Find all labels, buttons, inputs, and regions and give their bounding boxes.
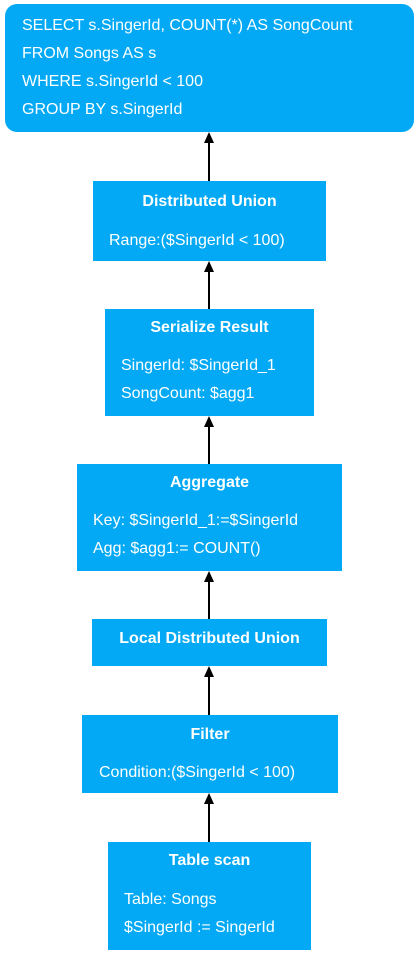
node-serialize-result-title: Serialize Result [150,319,269,336]
node-serialize-result-singerid: SingerId: $SingerId_1 [121,357,276,374]
arrow-line-local-union-to-aggregate [208,582,210,619]
arrow-head-aggregate-to-serialize [204,416,214,427]
node-table-scan: Table scan Table: Songs $SingerId := Sin… [108,842,311,950]
arrow-line-scan-to-filter [208,804,210,842]
node-distributed-union-range: Range:($SingerId < 100) [109,232,285,249]
node-serialize-result: Serialize Result SingerId: $SingerId_1 S… [105,309,314,416]
node-local-distributed-union: Local Distributed Union [92,619,327,666]
node-distributed-union: Distributed Union Range:($SingerId < 100… [93,181,326,261]
query-line-select: SELECT s.SingerId, COUNT(*) AS SongCount [22,17,353,34]
node-table-scan-singerid: $SingerId := SingerId [124,919,275,936]
arrow-line-serialize-to-union [208,272,210,309]
arrow-head-union-to-query [204,132,214,143]
node-filter: Filter Condition:($SingerId < 100) [82,715,338,793]
arrow-head-filter-to-local-union [204,666,214,677]
query-line-where: WHERE s.SingerId < 100 [22,73,203,90]
arrow-head-scan-to-filter [204,793,214,804]
arrow-line-aggregate-to-serialize [208,427,210,464]
arrow-head-local-union-to-aggregate [204,571,214,582]
arrow-head-serialize-to-union [204,261,214,272]
node-serialize-result-songcount: SongCount: $agg1 [121,385,255,402]
node-aggregate: Aggregate Key: $SingerId_1:=$SingerId Ag… [77,464,342,571]
query-line-group-by: GROUP BY s.SingerId [22,101,183,118]
node-filter-title: Filter [190,726,230,743]
node-distributed-union-title: Distributed Union [142,193,277,210]
node-filter-condition: Condition:($SingerId < 100) [99,764,296,781]
node-aggregate-agg: Agg: $agg1:= COUNT() [93,540,261,557]
query-line-from: FROM Songs AS s [22,45,157,62]
node-table-scan-table: Table: Songs [124,891,217,908]
sql-query-box: SELECT s.SingerId, COUNT(*) AS SongCount… [5,4,414,132]
arrow-line-filter-to-local-union [208,677,210,715]
arrow-line-union-to-query [208,143,210,181]
node-aggregate-title: Aggregate [169,474,250,491]
node-local-distributed-union-title: Local Distributed Union [119,630,300,647]
node-aggregate-key: Key: $SingerId_1:=$SingerId [93,512,299,529]
node-table-scan-title: Table scan [168,852,251,869]
